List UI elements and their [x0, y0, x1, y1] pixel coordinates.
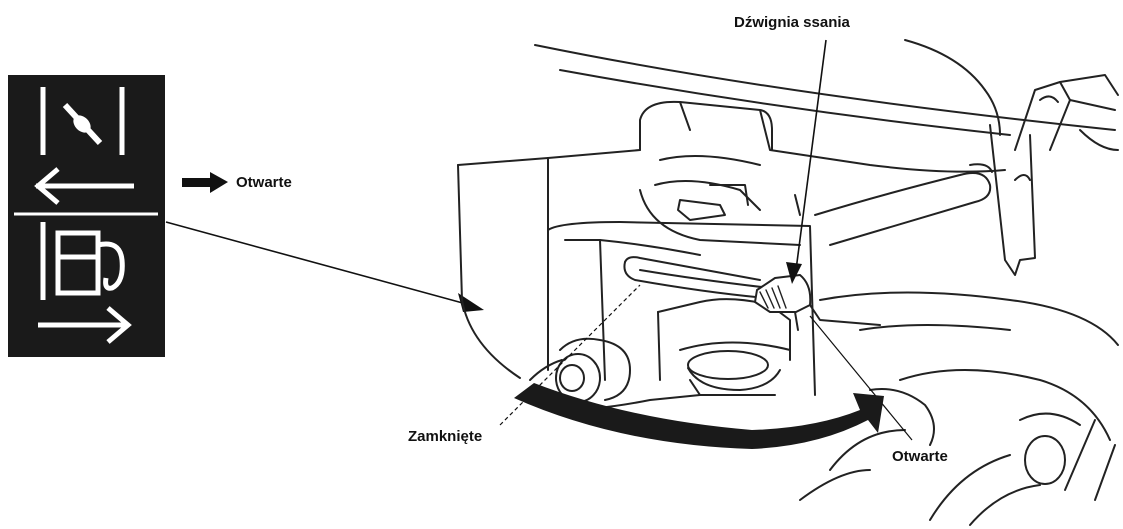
- closed-label: Zamknięte: [408, 428, 483, 445]
- engine-line-art: [457, 39, 1119, 526]
- open-symbol-label: Otwarte: [236, 174, 292, 191]
- arrow-left-icon: [34, 167, 134, 205]
- open-label: Otwarte: [892, 448, 948, 465]
- panel-leader-arrow: [165, 221, 484, 312]
- arrow-right-icon: [38, 306, 132, 344]
- callout-leaders: [499, 39, 913, 441]
- closed-to-open-arrow: [514, 383, 884, 449]
- fuel-pump-icon: [40, 222, 125, 300]
- choke-lever-label: Dźwignia ssania: [734, 14, 850, 31]
- choke-valve-icon: [40, 87, 125, 155]
- open-indicator-arrow: [182, 172, 228, 193]
- choke-fuel-symbol-panel: [8, 75, 165, 357]
